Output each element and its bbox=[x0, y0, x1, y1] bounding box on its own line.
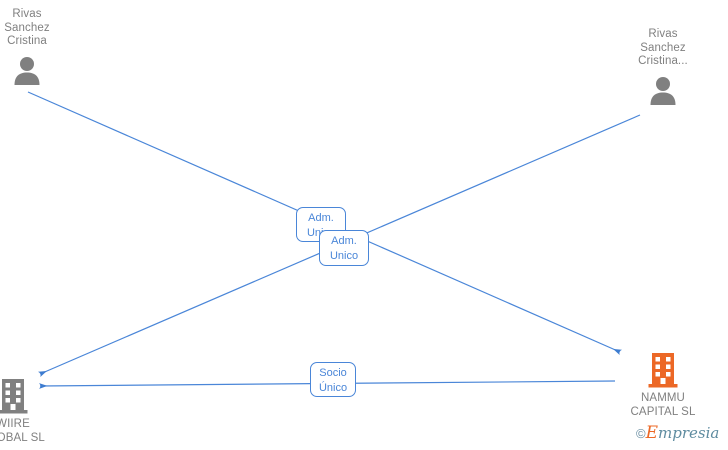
watermark-brand-initial: E bbox=[645, 423, 659, 443]
copyright-icon: © bbox=[636, 426, 646, 441]
node-person-rivas-sanchez-cristina-left[interactable]: Rivas Sanchez Cristina bbox=[0, 8, 82, 85]
watermark-brand-rest: mpresia bbox=[658, 424, 720, 442]
node-company-nammu-capital-sl[interactable]: NAMMU CAPITAL SL bbox=[608, 352, 718, 419]
person-icon bbox=[650, 76, 676, 105]
empresia-watermark: ©Empresia bbox=[636, 424, 719, 443]
node-company-wiire-global-sl[interactable]: WIIRE GLOBAL SL bbox=[0, 378, 68, 445]
node-label-person-right: Rivas Sanchez Cristina... bbox=[638, 28, 688, 67]
relation-label-adm-unico-2[interactable]: Adm. Unico bbox=[319, 230, 369, 266]
node-person-rivas-sanchez-cristina-right[interactable]: Rivas Sanchez Cristina... bbox=[608, 28, 718, 105]
node-label-company-left: WIIRE GLOBAL SL bbox=[0, 418, 45, 444]
relation-label-socio-unico[interactable]: Socio Único bbox=[310, 362, 356, 397]
person-icon bbox=[14, 56, 40, 85]
building-icon bbox=[648, 353, 678, 388]
node-label-person-left: Rivas Sanchez Cristina bbox=[4, 8, 50, 47]
building-icon bbox=[0, 379, 28, 414]
node-label-company-right: NAMMU CAPITAL SL bbox=[630, 392, 696, 418]
